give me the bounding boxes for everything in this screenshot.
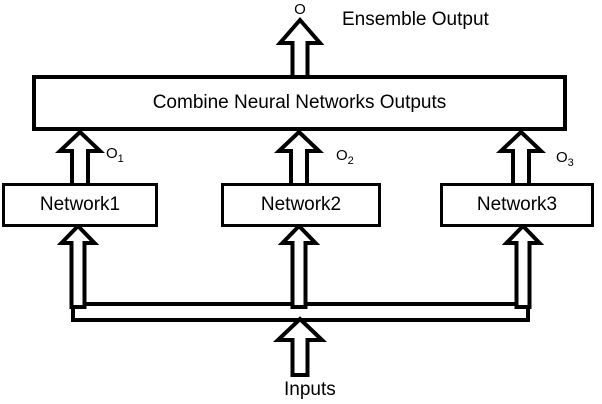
arrow-bus-to-network2 bbox=[277, 223, 321, 309]
arrow-combine-to-output bbox=[275, 16, 325, 79]
inputs-label: Inputs bbox=[284, 379, 336, 400]
network2-box: Network2 bbox=[221, 183, 381, 227]
arrow-inputs-to-bus bbox=[273, 316, 327, 377]
arrow-bus-to-network1 bbox=[56, 223, 100, 309]
arrow-network3-to-combine bbox=[495, 129, 547, 188]
combine-outputs-box-label: Combine Neural Networks Outputs bbox=[152, 92, 447, 113]
network1-output-label: O1 bbox=[106, 145, 124, 165]
ensemble-output-label: Ensemble Output bbox=[342, 9, 489, 30]
arrow-bus-to-network3 bbox=[501, 223, 545, 309]
network3-box: Network3 bbox=[440, 183, 594, 227]
network2-output-label: O2 bbox=[336, 147, 354, 167]
network1-box: Network1 bbox=[2, 183, 158, 227]
ensemble-output-symbol: O bbox=[294, 1, 306, 18]
network3-box-label: Network3 bbox=[476, 194, 558, 215]
network3-output-subscript: 3 bbox=[567, 157, 574, 169]
network2-output-subscript: 2 bbox=[347, 155, 354, 167]
network3-output-base: O bbox=[556, 149, 568, 166]
network1-box-label: Network1 bbox=[39, 194, 121, 215]
network2-box-label: Network2 bbox=[260, 194, 342, 215]
network1-output-base: O bbox=[106, 145, 118, 162]
arrow-network2-to-combine bbox=[273, 129, 325, 188]
network1-output-subscript: 1 bbox=[117, 153, 124, 165]
arrow-network1-to-combine bbox=[54, 129, 106, 188]
network3-output-label: O3 bbox=[556, 149, 574, 169]
combine-outputs-box: Combine Neural Networks Outputs bbox=[32, 75, 567, 131]
network2-output-base: O bbox=[336, 147, 348, 164]
